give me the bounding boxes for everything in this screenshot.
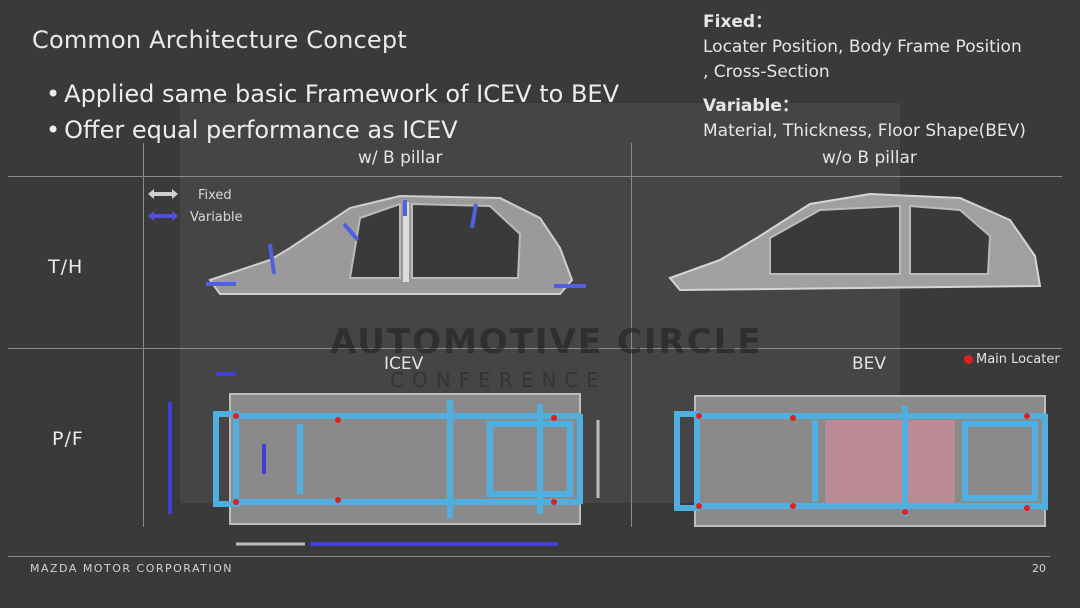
grid-line-center [631, 143, 632, 527]
footer-company: MAZDA MOTOR CORPORATION [30, 562, 234, 575]
legend-fixed-label: Fixed [198, 188, 232, 203]
grid-line-left [143, 143, 144, 527]
slide-title: Common Architecture Concept [32, 26, 407, 54]
row-label-th: T/H [48, 256, 84, 278]
main-locater-label: Main Locater [976, 352, 1060, 367]
label-icev: ICEV [384, 354, 424, 374]
row-label-pf: P/F [52, 428, 84, 450]
column-header-without-b-pillar: w/o B pillar [822, 148, 917, 168]
icev-platform-illustration [168, 372, 600, 546]
legend-variable-label: Variable [190, 210, 243, 225]
variable-arrow-icon [148, 211, 178, 221]
variable-heading: Variable： [703, 96, 799, 116]
bullet-list: Applied same basic Framework of ICEV to … [46, 76, 619, 148]
bullet-item: Applied same basic Framework of ICEV to … [46, 76, 619, 112]
grid-line-bottom [8, 556, 1050, 557]
grid-line-top [8, 176, 1062, 177]
variable-line: Material, Thickness, Floor Shape(BEV) [703, 121, 1026, 141]
main-locater-legend: Main Locater [964, 352, 1060, 367]
fixed-arrow-icon [148, 189, 178, 199]
fixed-spec: Fixed： Locater Position, Body Frame Posi… [703, 10, 1022, 85]
legend-arrows [148, 189, 178, 221]
fixed-line: Locater Position, Body Frame Position [703, 37, 1022, 57]
watermark-subtext: CONFERENCE [390, 368, 607, 392]
grid-line-middle [8, 348, 1062, 349]
fixed-line: , Cross-Section [703, 62, 830, 82]
page-number: 20 [1032, 562, 1046, 575]
column-header-with-b-pillar: w/ B pillar [358, 148, 443, 168]
variable-spec: Variable： Material, Thickness, Floor Sha… [703, 94, 1026, 144]
fixed-heading: Fixed： [703, 12, 773, 32]
label-bev: BEV [852, 354, 887, 374]
red-dot-icon [964, 355, 973, 364]
bullet-item: Offer equal performance as ICEV [46, 112, 619, 148]
bev-side-body-illustration [668, 192, 1042, 292]
icev-side-body-illustration [206, 194, 586, 295]
watermark-text: AUTOMOTIVE CIRCLE [330, 322, 763, 362]
bev-platform-illustration [674, 395, 1048, 527]
